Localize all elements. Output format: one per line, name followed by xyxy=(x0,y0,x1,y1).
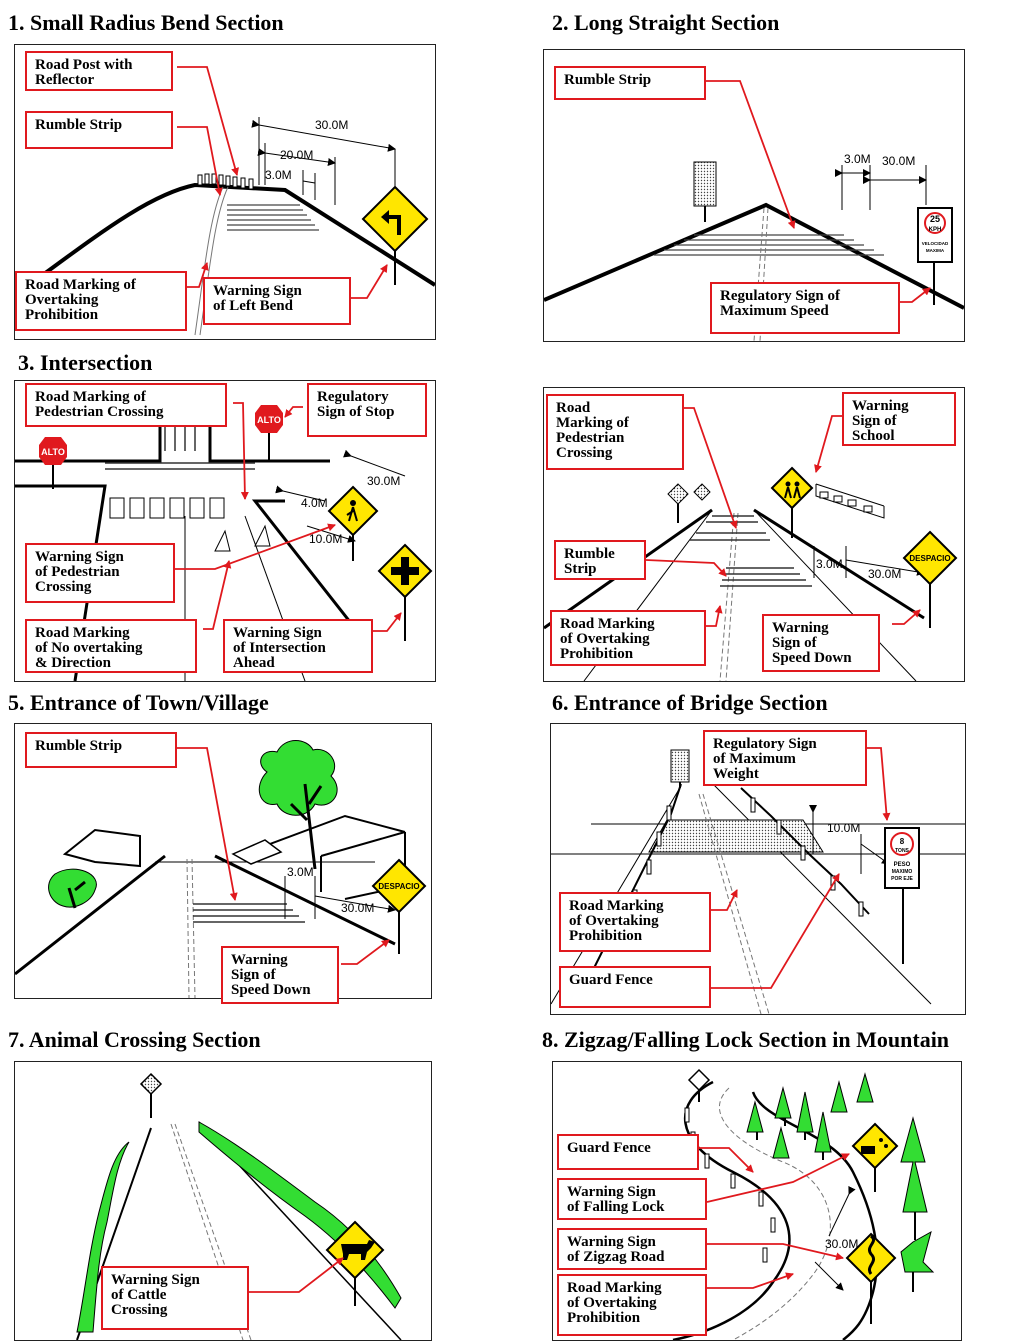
label-cattle-crossing-sign: Warning Sign of Cattle Crossing xyxy=(101,1266,249,1330)
panel-6-diagram: 10.0M 8 TONS PESO MAXIMO POR EJE Regulat… xyxy=(550,723,966,1015)
speed-down-sign-icon: DESPACIO xyxy=(371,858,427,954)
label-zigzag-road-sign: Warning Sign of Zigzag Road xyxy=(557,1228,707,1270)
label-pedestrian-crossing-sign: Warning Sign of Pedestrian Crossing xyxy=(25,543,175,603)
svg-text:TONS: TONS xyxy=(895,848,909,854)
dim-3m: 3.0M xyxy=(844,152,871,166)
dim-3m: 3.0M xyxy=(816,557,843,571)
panel-8-diagram: 30.0M Guard Fence Warning Sign of Fallin… xyxy=(552,1061,962,1341)
label-guard-fence: Guard Fence xyxy=(559,966,711,1008)
label-rumble-strip: Rumble Strip xyxy=(554,540,646,580)
panel-6-title: 6. Entrance of Bridge Section xyxy=(552,690,828,715)
label-speed-down-sign: Warning Sign of Speed Down xyxy=(762,614,880,672)
svg-text:ALTO: ALTO xyxy=(41,447,65,457)
label-school-sign: Warning Sign of School xyxy=(842,392,956,446)
panel-5-diagram: 3.0M 30.0M DESPACIO Rumble Strip Warning… xyxy=(14,723,432,1004)
label-pedestrian-crossing-marking: Road Marking of Pedestrian Crossing xyxy=(25,383,227,427)
pedestrian-crossing-sign-icon xyxy=(327,485,379,561)
panel-1-title: 1. Small Radius Bend Section xyxy=(8,10,284,35)
label-pedestrian-crossing-marking: Road Marking of Pedestrian Crossing xyxy=(546,394,684,470)
school-sign-icon xyxy=(770,466,814,538)
dim-3m: 3.0M xyxy=(265,168,292,182)
label-speed-down-sign: Warning Sign of Speed Down xyxy=(221,946,339,1004)
svg-text:DESPACIO: DESPACIO xyxy=(909,554,950,563)
svg-text:MAXIMO: MAXIMO xyxy=(892,869,913,875)
label-no-overtaking: Road Marking of Overtaking Prohibition xyxy=(15,271,187,331)
label-rumble-strip: Rumble Strip xyxy=(554,66,706,100)
label-max-weight-sign: Regulatory Sign of Maximum Weight xyxy=(703,730,867,786)
svg-text:PESO: PESO xyxy=(894,862,911,868)
dim-30m: 30.0M xyxy=(315,118,348,132)
label-no-overtaking: Road Marking of Overtaking Prohibition xyxy=(550,610,706,666)
dim-10m: 10.0M xyxy=(309,532,342,546)
panel-2-diagram: 3.0M 30.0M 25 KPH VELOCIDAD MAXIMA Rumbl… xyxy=(543,49,965,342)
svg-text:POR EJE: POR EJE xyxy=(891,876,913,882)
label-left-bend-sign: Warning Sign of Left Bend xyxy=(203,277,351,325)
label-stop-sign: Regulatory Sign of Stop xyxy=(307,383,427,437)
label-speed-limit-sign: Regulatory Sign of Maximum Speed xyxy=(710,282,900,334)
svg-text:DESPACIO: DESPACIO xyxy=(378,882,419,891)
max-weight-sign-icon: 8 TONS PESO MAXIMO POR EJE xyxy=(884,827,920,889)
label-rumble-strip: Rumble Strip xyxy=(25,111,173,149)
panel-3-diagram: ALTO ALTO 30.0M 4.0M 10.0M xyxy=(14,380,436,682)
panel-7-title: 7. Animal Crossing Section xyxy=(8,1027,261,1052)
panel-2-title: 2. Long Straight Section xyxy=(552,10,780,35)
panel-3-title: 3. Intersection xyxy=(18,350,153,375)
label-falling-rock-sign: Warning Sign of Falling Lock xyxy=(557,1178,707,1220)
falling-rock-sign-icon xyxy=(851,1122,899,1192)
dim-20m: 20.0M xyxy=(280,148,313,162)
intersection-ahead-sign-icon xyxy=(377,543,433,641)
label-road-post: Road Post with Reflector xyxy=(25,51,173,91)
svg-text:KPH: KPH xyxy=(929,227,942,233)
svg-text:ALTO: ALTO xyxy=(257,415,281,425)
dim-30m: 30.0M xyxy=(882,154,915,168)
label-intersection-sign: Warning Sign of Intersection Ahead xyxy=(223,619,373,673)
dim-30m: 30.0M xyxy=(367,474,400,488)
stop-sign-icon: ALTO xyxy=(255,405,283,461)
label-rumble-strip: Rumble Strip xyxy=(25,732,177,768)
panel-8-title: 8. Zigzag/Falling Lock Section in Mounta… xyxy=(542,1027,950,1052)
svg-text:25: 25 xyxy=(930,214,940,224)
dim-4m: 4.0M xyxy=(301,496,328,510)
label-guard-fence: Guard Fence xyxy=(557,1134,699,1170)
dim-3m: 3.0M xyxy=(287,865,314,879)
label-no-overtaking: Road Marking of Overtaking Prohibition xyxy=(557,1274,707,1336)
dim-30m: 30.0M xyxy=(825,1237,858,1251)
label-no-overtaking-direction: Road Marking of No overtaking & Directio… xyxy=(25,619,197,673)
panel-7-diagram: Warning Sign of Cattle Crossing xyxy=(14,1061,432,1341)
label-no-overtaking: Road Marking of Overtaking Prohibition xyxy=(559,892,711,952)
dim-30m: 30.0M xyxy=(341,901,374,915)
svg-text:8: 8 xyxy=(900,837,905,846)
speed-limit-sign-icon: 25 KPH VELOCIDAD MAXIMA xyxy=(917,207,953,263)
speed-down-sign-icon: DESPACIO xyxy=(902,530,958,628)
panel-5-title: 5. Entrance of Town/Village xyxy=(8,690,269,715)
zigzag-road-sign-icon xyxy=(845,1232,897,1324)
svg-text:VELOCIDAD: VELOCIDAD xyxy=(922,241,949,246)
left-bend-sign-icon xyxy=(361,185,429,253)
dim-10m: 10.0M xyxy=(827,821,860,835)
panel-1-diagram: 30.0M 20.0M 3.0M Road Post with Reflecto… xyxy=(14,44,436,340)
stop-sign-icon: ALTO xyxy=(39,437,67,489)
panel-4-diagram: 3.0M 30.0M DESPACIO Road Marking of Pede… xyxy=(543,387,965,682)
dim-30m: 30.0M xyxy=(868,567,901,581)
svg-text:MAXIMA: MAXIMA xyxy=(926,248,945,253)
